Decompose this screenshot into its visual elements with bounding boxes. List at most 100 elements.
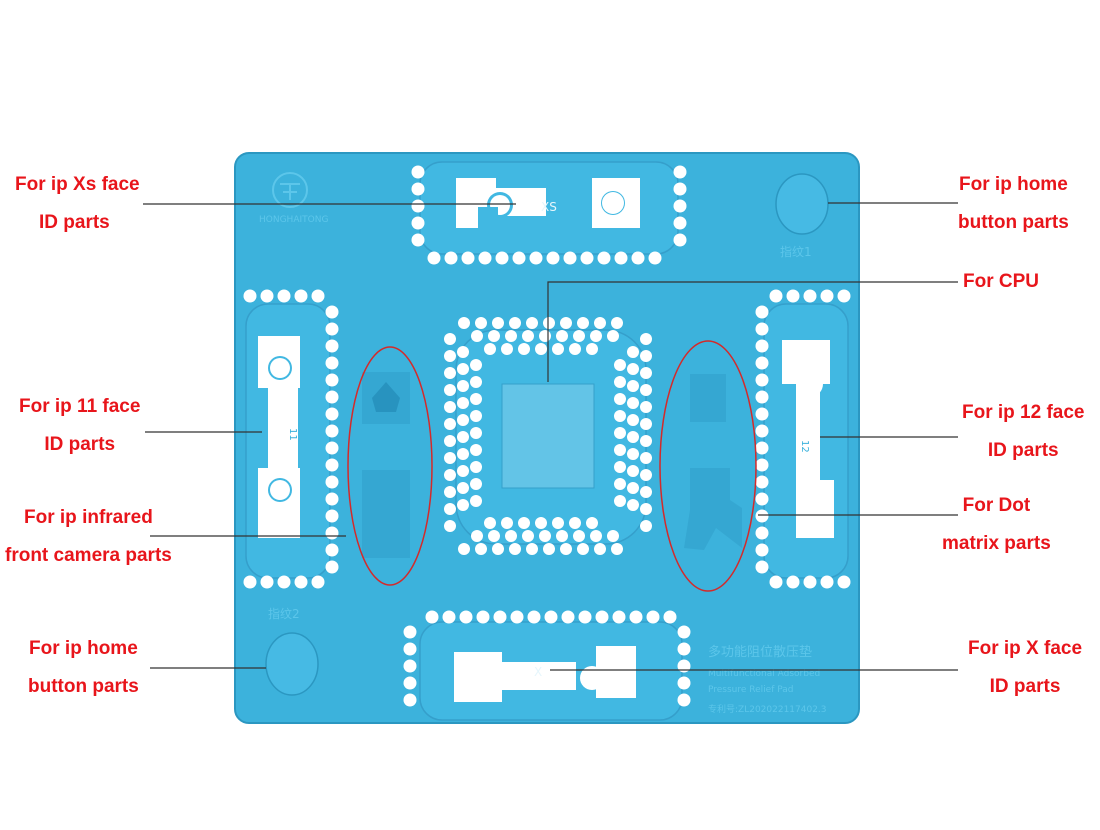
hole [640,367,652,379]
hole [607,330,619,342]
x-slot-hole-left [467,667,489,689]
hole [501,517,513,529]
hole [586,343,598,355]
label-home-button-bottom-line2: button parts [28,676,139,697]
hole [325,356,339,370]
label-x-face-id-line1: For ip X face [968,638,1083,659]
hole [444,384,456,396]
hole [470,393,482,405]
hole [475,317,487,329]
hole [755,305,769,319]
hole [590,530,602,542]
hole [803,575,817,589]
hole [470,410,482,422]
hole [837,289,851,303]
hole [663,610,677,624]
hole [457,397,469,409]
hole [260,289,274,303]
label-home-button-top: For ip home button parts [958,166,1069,242]
hole [294,289,308,303]
label-ip12-face-id: For ip 12 face ID parts [962,394,1085,470]
hole [677,676,691,690]
hole [755,543,769,557]
hole [627,363,639,375]
hole [614,393,626,405]
hole [640,503,652,515]
hole [614,427,626,439]
label-home-button-bottom-line1: For ip home [29,638,138,659]
hole [627,465,639,477]
hole [522,330,534,342]
hole [505,530,517,542]
hole [677,659,691,673]
hole [325,407,339,421]
hole [755,424,769,438]
hole [325,373,339,387]
hole [755,441,769,455]
hole [325,305,339,319]
hole [325,441,339,455]
hole [627,431,639,443]
xs-slot-label: XS [541,200,557,214]
x-slot-hole-right [580,666,604,690]
hole [488,330,500,342]
hole [755,373,769,387]
leader-cpu [547,281,958,382]
home-button-well-top [775,173,829,235]
hole [403,659,417,673]
leader-lines [143,202,958,671]
hole [755,526,769,540]
hole [277,289,291,303]
hole [444,367,456,379]
ip11-hole-bottom-inner [270,480,290,500]
hole [755,475,769,489]
hole [522,530,534,542]
ip12-hole-top [797,371,823,397]
hole [573,530,585,542]
hole [577,317,589,329]
hole [614,495,626,507]
hole [325,475,339,489]
brand-logo [272,172,308,208]
hole [471,530,483,542]
hole [510,610,524,624]
hole [640,333,652,345]
hole [627,482,639,494]
hole [442,610,456,624]
hole [444,333,456,345]
hole [411,233,425,247]
hole [640,384,652,396]
hole [457,499,469,511]
hole [803,289,817,303]
hole [627,414,639,426]
hole [614,251,628,265]
label-home-button-top-line2: button parts [958,212,1069,233]
hole [518,343,530,355]
hole [411,199,425,213]
hole [769,289,783,303]
hole [325,322,339,336]
hole [640,418,652,430]
hole [444,401,456,413]
hole [614,410,626,422]
brand-name: HONGHAITONG [259,215,328,225]
hole [444,486,456,498]
label-ip12-face-id-line1: For ip 12 face [962,402,1085,423]
hole [457,448,469,460]
hole [614,478,626,490]
hole [403,625,417,639]
hole [325,390,339,404]
hole [755,458,769,472]
label-dot-matrix-line2: matrix parts [942,533,1051,554]
hole [569,517,581,529]
hole [578,610,592,624]
pad-edge [234,152,860,724]
hole [311,289,325,303]
fingerprint-1-mark: 指纹1 [780,244,812,259]
hole [325,526,339,540]
hole [457,380,469,392]
label-ip11-face-id-line1: For ip 11 face [19,396,141,417]
pad-title-cn: 多功能阻位散压垫 [708,644,812,660]
hole [457,465,469,477]
